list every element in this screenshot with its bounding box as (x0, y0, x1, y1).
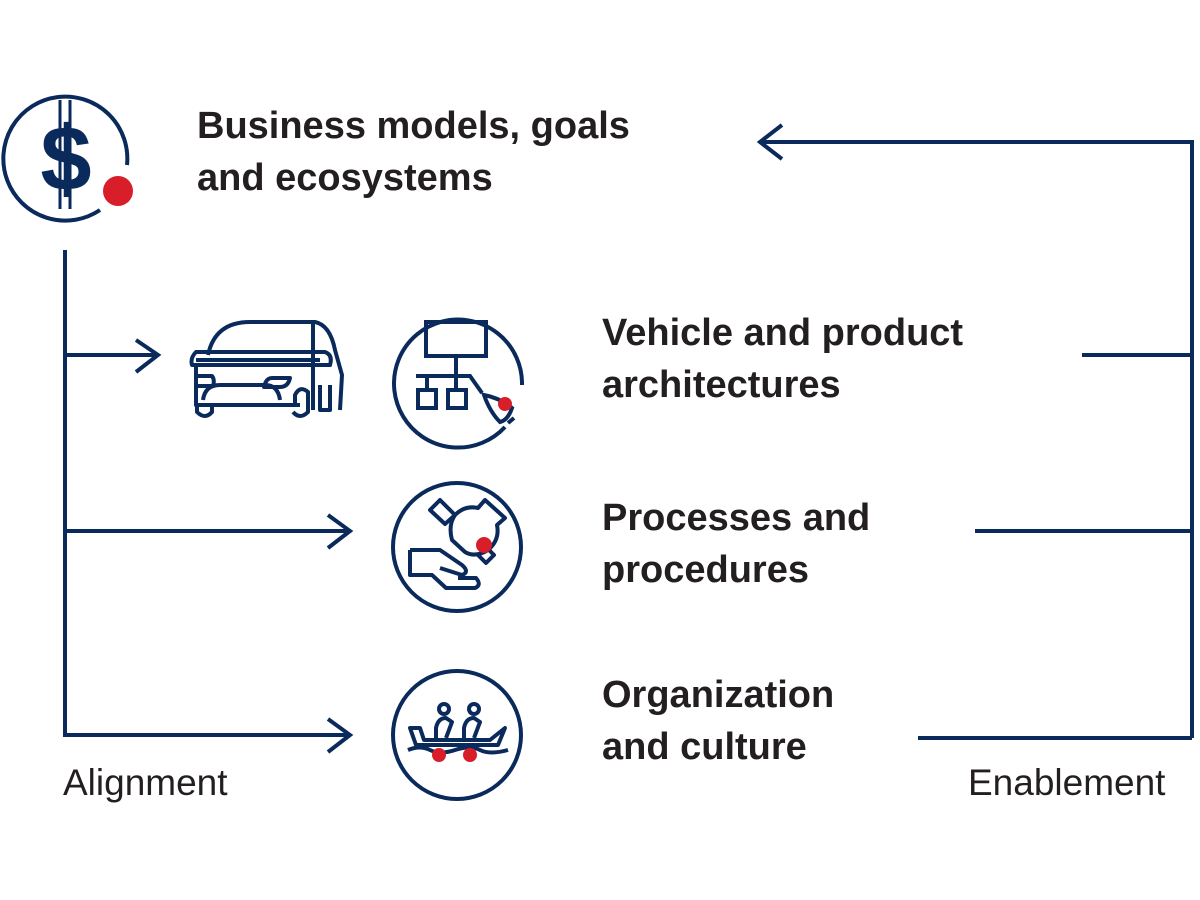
top-title-line1: Business models, goals (197, 105, 630, 147)
top-title-line2: and ecosystems (197, 157, 493, 199)
item-title-vehicle: Vehicle and product architectures (602, 307, 963, 411)
svg-text:$: $ (40, 108, 91, 210)
team-boat-icon (391, 669, 523, 801)
alignment-line (63, 250, 350, 737)
dollar-icon: $ (1, 94, 133, 223)
arrow-head-3 (326, 717, 354, 754)
item-title-line2: procedures (602, 549, 809, 591)
item-title-organization: Organization and culture (602, 669, 834, 773)
hierarchy-chart-icon (392, 317, 525, 450)
car-icon (189, 320, 344, 418)
top-title: Business models, goals and ecosystems (197, 100, 630, 204)
item-title-line2: and culture (602, 726, 807, 768)
item-title-processes: Processes and procedures (602, 492, 870, 596)
arrow-head-2 (326, 513, 354, 550)
item-title-line1: Vehicle and product (602, 312, 964, 354)
item-title-line1: Organization (602, 674, 835, 716)
alignment-label: Alignment (63, 762, 228, 803)
item-title-line1: Processes and (602, 497, 871, 539)
enablement-label: Enablement (968, 762, 1166, 803)
item-title-line2: architectures (602, 364, 841, 406)
enablement-line (760, 140, 1194, 738)
arrow-head-1 (134, 338, 162, 374)
hand-gear-icon (391, 481, 523, 613)
arrow-head-top (756, 123, 784, 161)
